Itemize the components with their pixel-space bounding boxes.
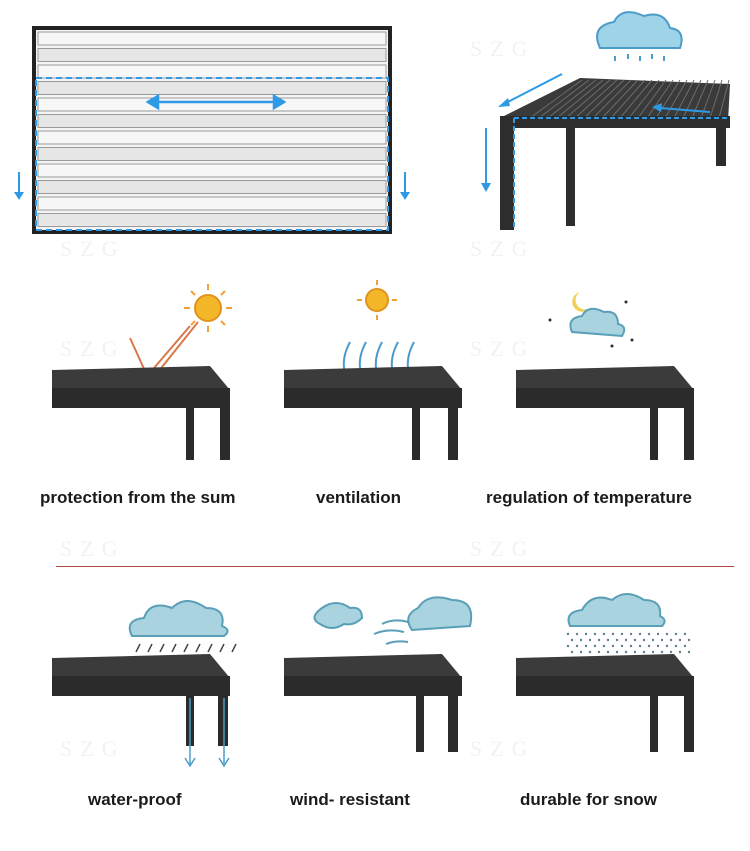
feature-label-temperature: regulation of temperature (486, 488, 692, 507)
pergola-drainage-diagram (481, 11, 730, 230)
moon-cloud-icon (548, 292, 634, 348)
feature-label-waterproof: water-proof (88, 790, 182, 809)
feature-illustration-sun-protection (52, 284, 232, 460)
sun-icon (184, 284, 232, 332)
rain-cloud-icon (128, 600, 237, 653)
feature-illustration-wind (284, 596, 473, 752)
wind-cloud-icon (313, 596, 473, 645)
snow-cloud-icon (566, 593, 691, 654)
sun-icon (357, 280, 397, 320)
feature-illustration-snow (516, 593, 694, 752)
rain-cloud-icon (596, 11, 683, 61)
watermark-text: SZG (470, 236, 536, 261)
feature-illustration-waterproof (52, 600, 237, 768)
down-arrow-icon (400, 172, 410, 200)
feature-label-snow: durable for snow (520, 790, 657, 809)
watermark-text: SZG (470, 536, 536, 561)
watermark-text: SZG (60, 236, 126, 261)
feature-illustration-temperature (516, 292, 694, 460)
section-divider (56, 566, 734, 567)
down-arrow-icon (14, 172, 24, 200)
feature-label-sun-protection: protection from the sum (40, 488, 236, 507)
louver-top-view-diagram (32, 26, 392, 234)
feature-label-ventilation: ventilation (316, 488, 402, 507)
feature-label-wind: wind- resistant (290, 790, 410, 809)
feature-illustration-ventilation (284, 280, 462, 460)
watermark-text: SZG (60, 536, 126, 561)
